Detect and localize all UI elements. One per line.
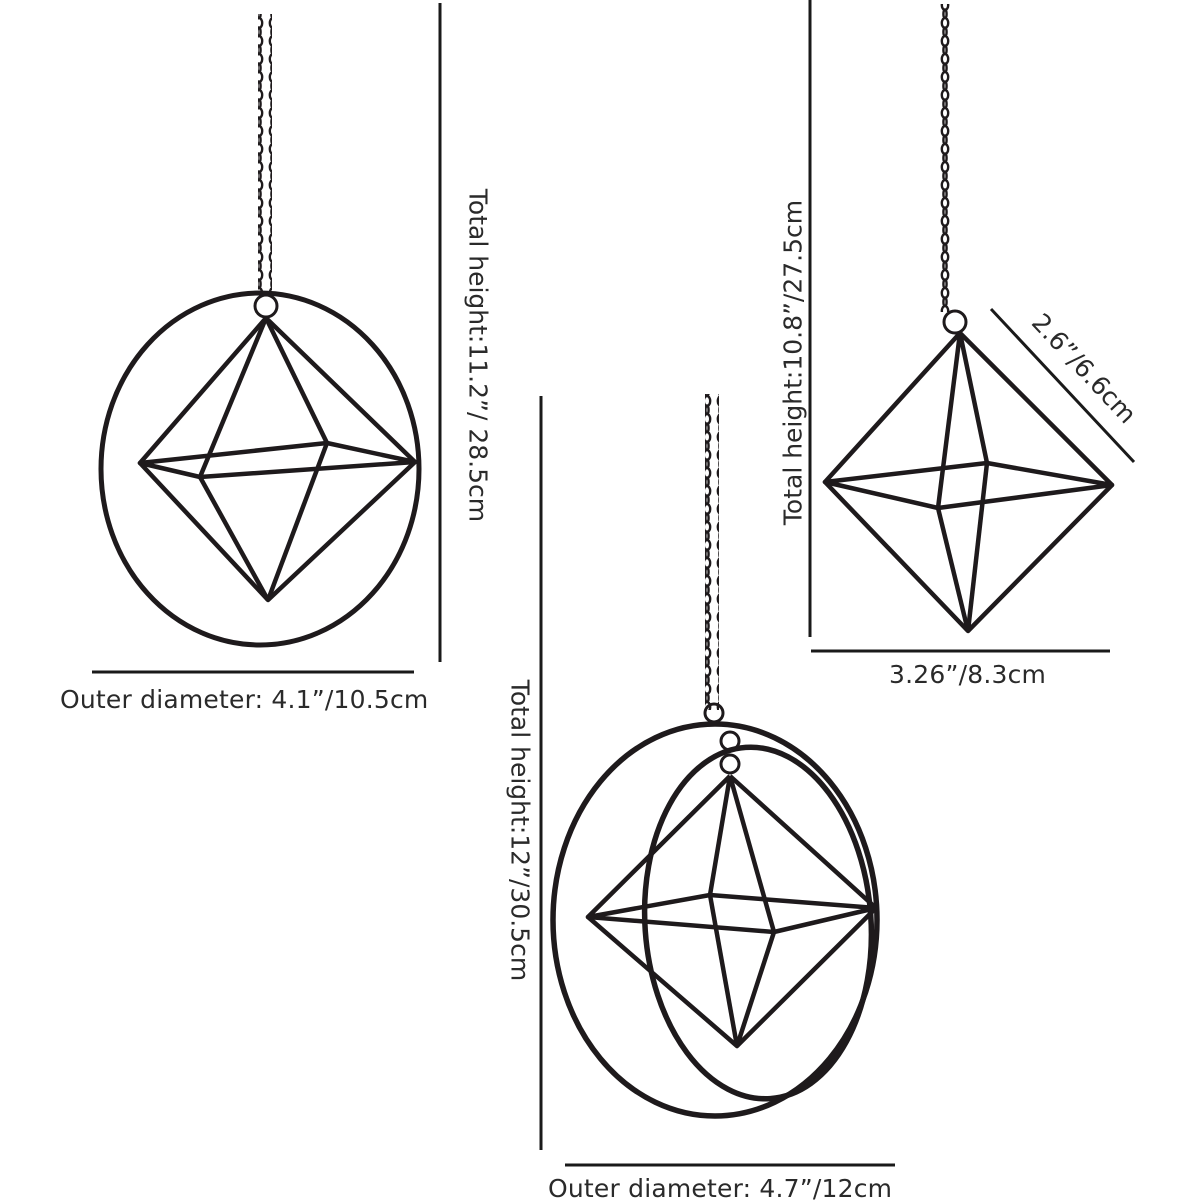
hook-ring: [942, 309, 968, 335]
bipyramid-frame: [137, 316, 418, 603]
total-height-label-octahedron: Total height:10.8”/27.5cm: [778, 199, 808, 526]
edge-line-octahedron: [989, 307, 1136, 464]
width-label-octahedron: 3.26”/8.3cm: [889, 660, 1047, 689]
outer-diameter-label-single-ring: Outer diameter: 4.1”/10.5cm: [60, 685, 429, 714]
hook-ring: [253, 293, 279, 319]
double-ring-hanger: [550, 394, 880, 1119]
total-height-label-single-ring: Total height:11.2”/ 28.5cm: [463, 188, 493, 523]
outer-ring: [98, 290, 422, 648]
outer-ring: [550, 721, 880, 1119]
octahedron-frame: [822, 331, 1115, 634]
chain: [705, 394, 719, 710]
dimension-lines: [92, 0, 1136, 1167]
chain: [939, 4, 953, 312]
single-ring-hanger: [98, 14, 422, 648]
octahedron-hanger: [822, 4, 1115, 634]
bipyramid-frame: [585, 774, 879, 1049]
chain: [258, 14, 272, 296]
outer-diameter-label-double-ring: Outer diameter: 4.7”/12cm: [548, 1174, 893, 1203]
inner-ring-hook: [719, 753, 741, 775]
total-height-label-double-ring: Total height:12”/30.5cm: [505, 679, 535, 982]
